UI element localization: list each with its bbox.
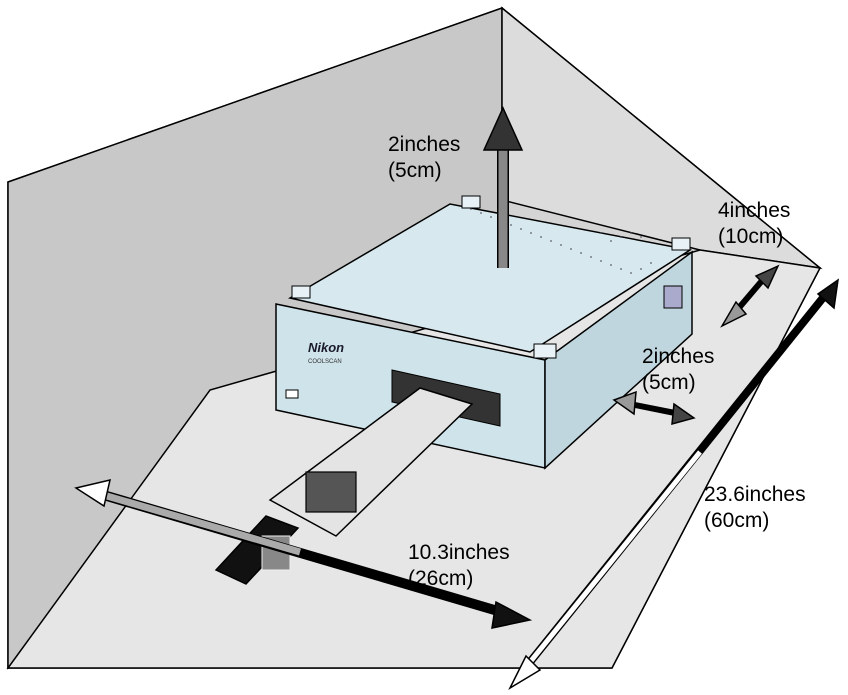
- label-back-clearance: 4inches (10cm): [718, 198, 790, 250]
- corner-foot: [671, 237, 691, 251]
- side-clearance-metric: (5cm): [642, 371, 696, 394]
- arrow-up-clearance: [482, 106, 524, 268]
- corner-foot: [533, 343, 557, 359]
- label-top-clearance: 2inches (5cm): [388, 132, 460, 184]
- arrow-side-clearance: [612, 390, 696, 426]
- top-clearance-value: 2inches: [388, 133, 461, 156]
- side-clearance-value: 2inches: [642, 345, 715, 368]
- model-logo: COOLSCAN: [308, 359, 342, 365]
- width-value: 10.3inches: [408, 541, 510, 564]
- arrow-width: [74, 478, 533, 629]
- top-clearance-metric: (5cm): [388, 159, 442, 182]
- arrow-depth: [508, 278, 839, 690]
- back-clearance-value: 4inches: [718, 199, 791, 222]
- vent-grille: [470, 208, 652, 274]
- film-adapter: [214, 387, 474, 585]
- arrow-back-clearance: [720, 264, 780, 328]
- back-clearance-metric: (10cm): [718, 225, 784, 248]
- film-frame: [305, 471, 357, 513]
- scanner-side: [544, 250, 693, 470]
- side-port: [663, 285, 683, 309]
- label-side-clearance: 2inches (5cm): [642, 344, 714, 396]
- brand-logo: Nikon: [308, 340, 344, 355]
- depth-value: 23.6inches: [704, 483, 806, 506]
- scanner: Nikon COOLSCAN: [275, 195, 693, 470]
- corner-foot: [291, 285, 311, 299]
- label-width: 10.3inches (26cm): [408, 540, 510, 592]
- width-metric: (26cm): [408, 567, 474, 590]
- power-button: [285, 389, 299, 399]
- corner-foot: [461, 195, 481, 209]
- depth-metric: (60cm): [704, 509, 770, 532]
- label-depth: 23.6inches (60cm): [704, 482, 806, 534]
